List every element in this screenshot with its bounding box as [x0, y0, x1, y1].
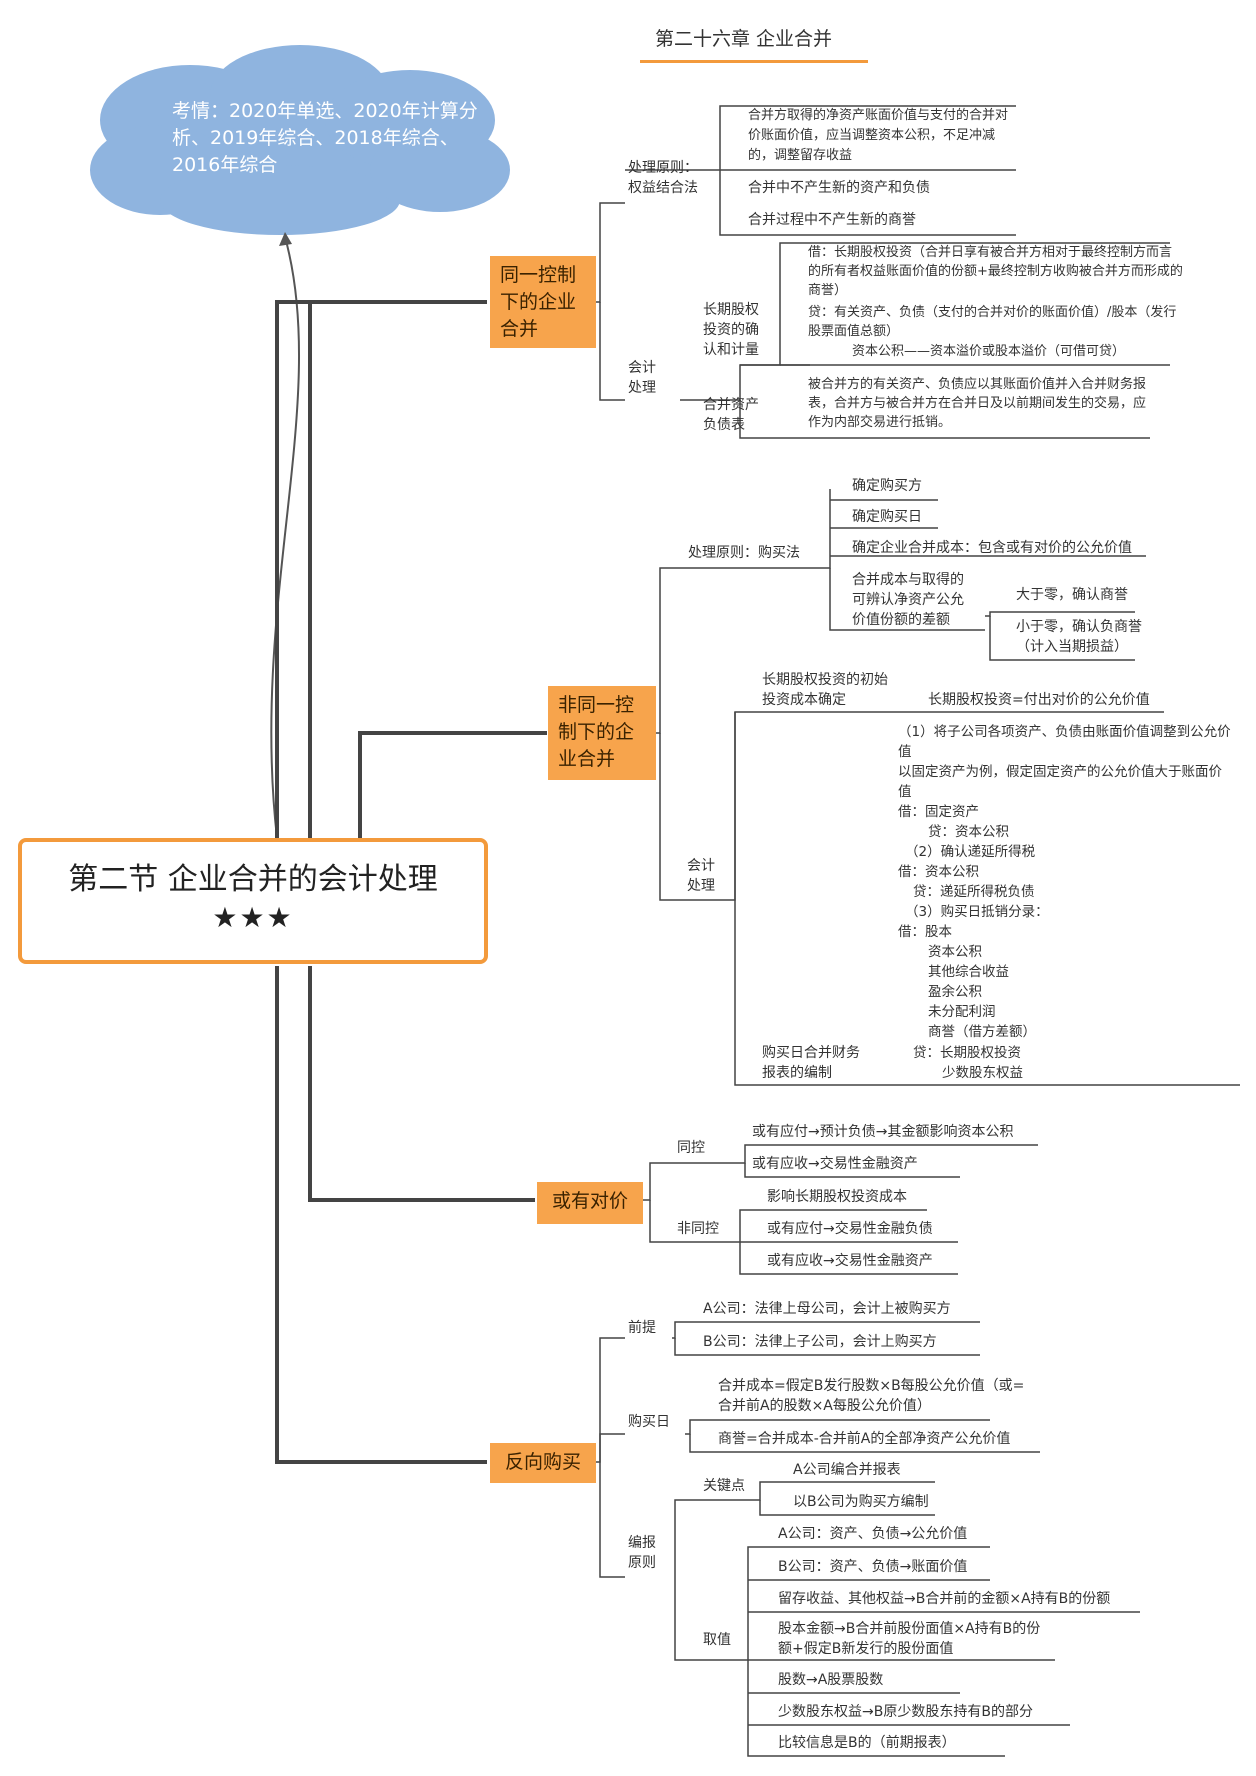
non-same-principle-label: 处理原则：购买法: [688, 545, 800, 561]
entry-line: （3）购买日抵销分录：: [905, 904, 1049, 920]
contingent-same-label: 同控: [677, 1140, 705, 1156]
reverse-purchase-date-item: 商誉=合并成本-合并前A的全部净资产公允价值: [718, 1431, 1011, 1447]
reverse-key-item: A公司编合并报表: [793, 1462, 901, 1478]
entry-line: 商誉（借方差额）: [928, 1024, 1036, 1040]
purchase-date-report-label: 购买日合并财务报表的编制: [762, 1045, 860, 1081]
contingent-same-item: 或有应收→交易性金融资产: [752, 1156, 918, 1172]
same-principle-item: 合并方取得的净资产账面价值与支付的合并对价账面价值，应当调整资本公积，不足冲减的…: [748, 108, 1009, 163]
entry-line: 资本公积: [928, 944, 982, 960]
entry-line: 其他综合收益: [928, 964, 1009, 980]
diff-item: 大于零，确认商誉: [1016, 587, 1128, 603]
entry-line: 未分配利润: [928, 1004, 996, 1020]
consolidated-label: 合并资产负债表: [703, 397, 759, 433]
reverse-purchase-date-item: 合并成本=假定B发行股数×B每股公允价值（或=合并前A的股数×A每股公允价值）: [718, 1378, 1025, 1414]
cloud-shape: [90, 45, 510, 235]
node-contingent[interactable]: 或有对价: [537, 1182, 643, 1224]
node-same-control[interactable]: 同一控制下的企业合并: [490, 256, 596, 348]
entry-line: 借：资本公积: [898, 864, 979, 880]
contingent-same-item: 或有应付→预计负债→其金额影响资本公积: [752, 1124, 1014, 1140]
reverse-value-item: 比较信息是B的（前期报表）: [778, 1735, 956, 1751]
initial-cost-text: 长期股权投资=付出对价的公允价值: [928, 692, 1150, 708]
contingent-non-same-item: 影响长期股权投资成本: [767, 1189, 907, 1205]
diff-item: 小于零，确认负商誉（计入当期损益）: [1016, 619, 1142, 655]
reverse-premise-item: B公司：法律上子公司，会计上购买方: [703, 1334, 937, 1350]
non-same-principle-item: 确定购买方: [852, 478, 922, 494]
reverse-value-item: 股数→A股票股数: [778, 1672, 884, 1688]
reverse-value-label: 取值: [703, 1632, 731, 1648]
diff-label: 合并成本与取得的可辨认净资产公允价值份额的差额: [852, 572, 964, 628]
reverse-value-item: 留存收益、其他权益→B合并前的金额×A持有B的份额: [778, 1591, 1111, 1607]
section-stars: ★★★: [212, 901, 294, 934]
reverse-value-item: A公司：资产、负债→公允价值: [778, 1526, 968, 1542]
same-principle-item: 合并中不产生新的资产和负债: [748, 180, 930, 196]
same-accounting-label: 会计处理: [628, 360, 656, 396]
contingent-non-same-item: 或有应收→交易性金融资产: [767, 1253, 933, 1269]
reverse-value-item: B公司：资产、负债→账面价值: [778, 1559, 968, 1575]
entry-line: 贷：资本公积: [928, 824, 1009, 840]
entry-line: 少数股东权益: [942, 1065, 1023, 1081]
entry-line: 贷：长期股权投资: [913, 1045, 1021, 1061]
section-title: 第二节 企业合并的会计处理: [68, 862, 438, 897]
non-same-accounting-label: 会计处理: [687, 858, 715, 894]
ltei-credit-text: 贷：有关资产、负债（支付的合并对价的账面价值）/股本（发行股票面值总额）: [808, 305, 1177, 339]
reverse-premise-label: 前提: [628, 1320, 656, 1336]
entry-line: （2）确认递延所得税: [905, 844, 1036, 860]
reverse-value-item: 少数股东权益→B原少数股东持有B的部分: [778, 1704, 1033, 1720]
entry-line: （1）将子公司各项资产、负债由账面价值调整到公允价值: [898, 724, 1231, 760]
non-same-principle-item: 确定购买日: [852, 509, 922, 525]
non-same-principle-item: 确定企业合并成本：包含或有对价的公允价值: [852, 540, 1132, 556]
entry-line: 借：固定资产: [898, 804, 979, 820]
node-non-same-control[interactable]: 非同一控制下的企业合并: [548, 686, 656, 780]
reverse-key-label: 关键点: [703, 1478, 745, 1494]
exam-info-text: 考情：2020年单选、2020年计算分析、2019年综合、2018年综合、201…: [172, 100, 478, 176]
node-reverse[interactable]: 反向购买: [490, 1443, 596, 1483]
reverse-value-item: 股本金额→B合并前股份面值×A持有B的份额+假定B新发行的股份面值: [778, 1621, 1041, 1657]
entry-line: 借：股本: [898, 924, 952, 940]
ltei-capital-text: 资本公积——资本溢价或股本溢价（可借可贷）: [852, 344, 1126, 359]
reverse-premise-item: A公司：法律上母公司，会计上被购买方: [703, 1301, 951, 1317]
reverse-key-item: 以B公司为购买方编制: [793, 1494, 929, 1510]
chapter-title-underline: [640, 60, 868, 63]
entry-line: 盈余公积: [928, 984, 982, 1000]
contingent-non-same-item: 或有应付→交易性金融负债: [767, 1221, 933, 1237]
chapter-title: 第二十六章 企业合并: [655, 28, 833, 50]
cloud-arrow: [270, 236, 301, 839]
reverse-purchase-date-label: 购买日: [628, 1414, 670, 1430]
entry-line: 贷：递延所得税负债: [913, 884, 1035, 900]
initial-cost-label: 长期股权投资的初始投资成本确定: [762, 672, 888, 708]
contingent-non-same-label: 非同控: [677, 1221, 719, 1237]
reverse-report-label: 编报原则: [628, 1535, 656, 1571]
section-node[interactable]: 第二节 企业合并的会计处理 ★★★: [18, 838, 488, 964]
ltei-label: 长期股权投资的确认和计量: [703, 302, 759, 358]
consolidated-text: 被合并方的有关资产、负债应以其账面价值并入合并财务报表，合并方与被合并方在合并日…: [808, 377, 1147, 430]
same-control-principle-label: 处理原则：权益结合法: [628, 160, 698, 196]
same-principle-item: 合并过程中不产生新的商誉: [748, 212, 916, 228]
entry-line: 以固定资产为例，假定固定资产的公允价值大于账面价值: [898, 764, 1222, 800]
ltei-debit-text: 借：长期股权投资（合并日享有被合并方相对于最终控制方而言的所有者权益账面价值的份…: [808, 245, 1183, 298]
